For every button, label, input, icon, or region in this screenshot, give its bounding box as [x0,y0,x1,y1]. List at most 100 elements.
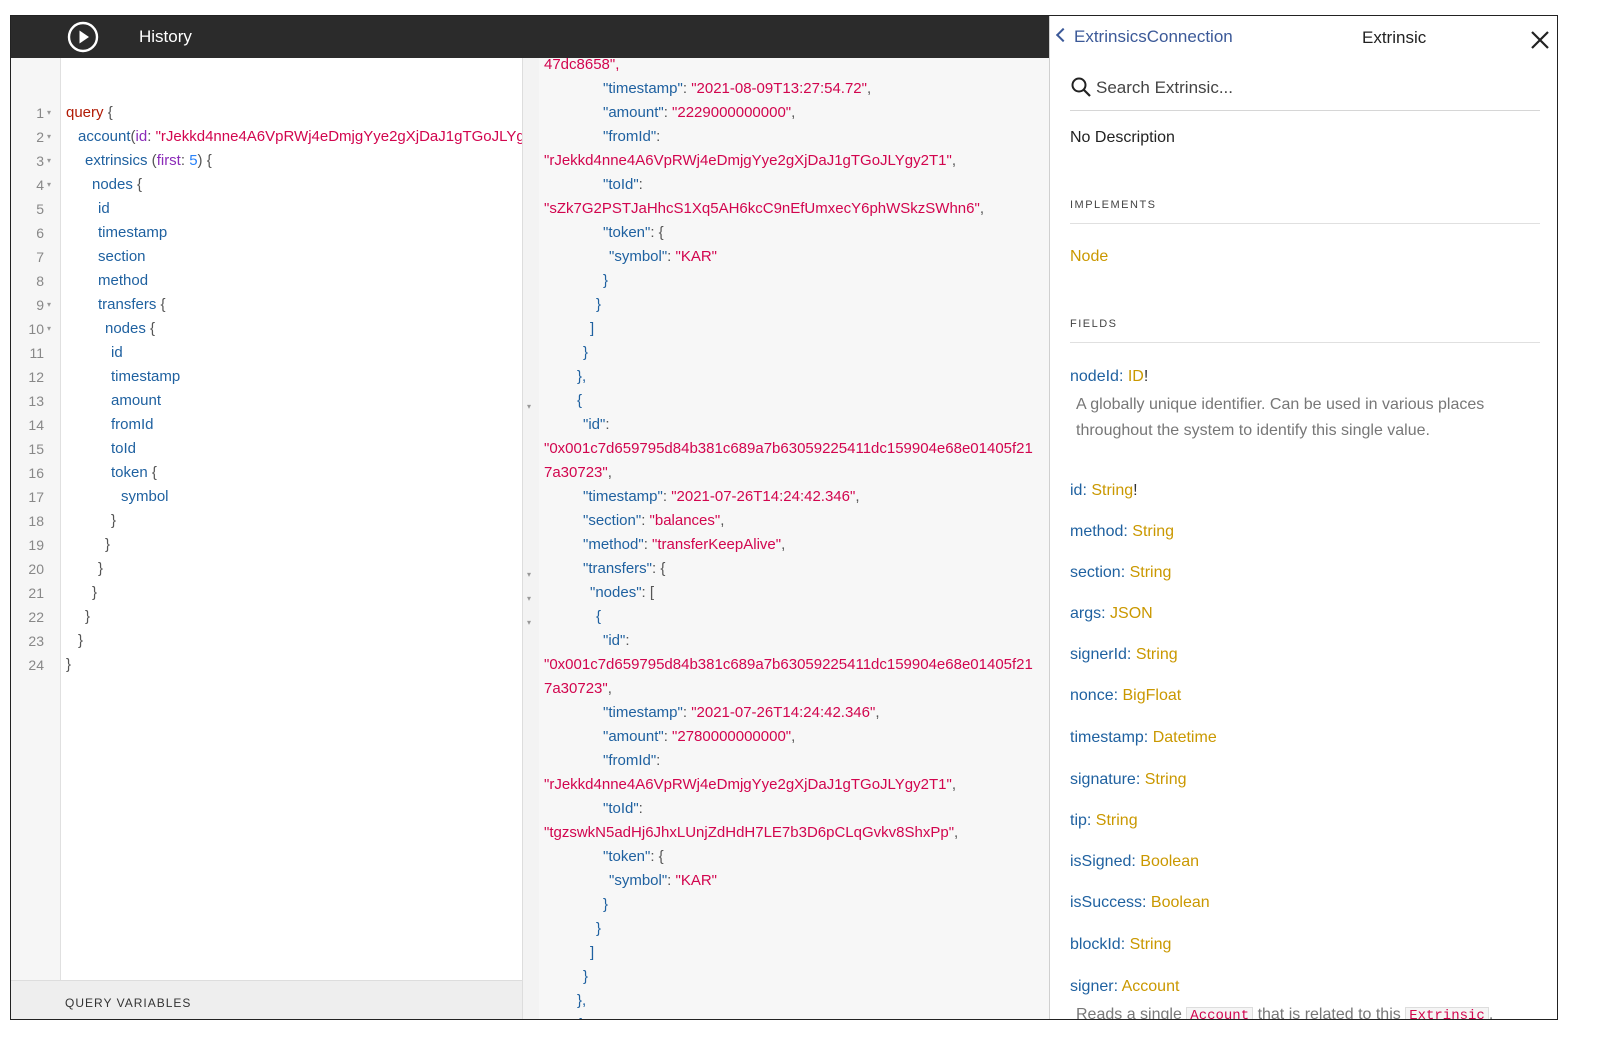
line-number: 18 [28,513,44,529]
line-number: 24 [28,657,44,673]
line-number: 3 [36,153,44,169]
fold-arrow-icon[interactable]: ▾ [527,618,532,627]
field-colon: : [1113,978,1122,995]
field-name[interactable]: args [1070,605,1102,622]
query-line-5: id [98,200,110,217]
inline-type-code[interactable]: Extrinsic [1405,1007,1489,1019]
field-name[interactable]: tip [1070,812,1087,829]
field-type-link[interactable]: Account [1121,978,1180,995]
field-name[interactable]: signerId [1070,646,1127,663]
implements-node-link[interactable]: Node [1070,248,1108,266]
fold-arrow-icon[interactable]: ▾ [47,156,52,165]
line-number: 11 [29,345,44,361]
field-colon: : [1142,894,1151,911]
result-line: { [577,1016,582,1019]
field-name[interactable]: signature [1070,771,1136,788]
fold-arrow-icon[interactable]: ▾ [47,180,52,189]
pane-divider[interactable]: ▾ ▾ ▾ ▾ [522,58,540,1019]
field-type-link[interactable]: String [1129,936,1172,953]
implements-heading: IMPLEMENTS [1070,199,1540,224]
line-number: 12 [28,369,44,385]
result-line: "timestamp": "2021-08-09T13:27:54.72", [603,80,872,97]
field-type-link[interactable]: String [1095,812,1138,829]
fold-arrow-icon[interactable]: ▾ [47,324,52,333]
result-line: "timestamp": "2021-07-26T14:24:42.346", [583,488,860,505]
field-type-link[interactable]: String [1132,523,1175,540]
line-number: 21 [28,585,44,601]
fold-arrow-icon[interactable]: ▾ [527,594,532,603]
result-line: 47dc8658", [544,58,620,73]
result-line: } [596,296,602,313]
field-name[interactable]: nonce [1070,687,1114,704]
result-viewer[interactable]: 47dc8658", "timestamp": "2021-08-09T13:2… [539,58,1049,1019]
field-colon: : [1120,564,1130,581]
query-line-3: extrinsics (first: 5) { [85,152,212,169]
line-number: 9 [36,297,44,313]
query-line-4: nodes { [92,176,143,193]
chevron-left-icon [1055,27,1071,43]
close-docs-button[interactable] [1530,30,1550,50]
implements-type[interactable]: Node [1070,248,1109,265]
query-line-15: toId [111,440,137,457]
result-line: 7a30723", [544,464,612,481]
query-variables-toggle[interactable]: QUERY VARIABLES [11,980,522,1019]
inline-type-code[interactable]: Account [1186,1007,1254,1019]
result-line: ] [590,320,595,337]
field-type-link[interactable]: String [1135,646,1178,663]
docs-search [1070,74,1540,111]
fold-arrow-icon[interactable]: ▾ [527,570,532,579]
line-number: 5 [36,201,44,217]
field-type-link[interactable]: String [1091,482,1134,499]
field-type-link[interactable]: ID [1127,368,1144,385]
fold-arrow-icon[interactable]: ▾ [47,300,52,309]
field-type-link[interactable]: BigFloat [1122,687,1182,704]
field-colon: : [1101,605,1111,622]
query-line-14: fromId [111,416,154,433]
field-colon: : [1118,368,1128,385]
field-type-link[interactable]: Boolean [1140,853,1199,870]
field-name[interactable]: timestamp [1070,729,1144,746]
docs-back-link[interactable]: ExtrinsicsConnection [1055,27,1233,47]
field-name[interactable]: isSuccess [1070,894,1143,911]
query-line-9: transfers { [98,296,166,313]
field-name[interactable]: blockId [1070,936,1121,953]
field-nodeId: nodeId: ID! [1070,368,1148,386]
query-line-17: symbol [121,488,169,505]
query-line-6: timestamp [98,224,168,241]
field-type-link[interactable]: Datetime [1152,729,1217,746]
field-name[interactable]: signer [1070,978,1114,995]
field-type-link[interactable]: String [1144,771,1187,788]
field-name[interactable]: id [1070,482,1083,499]
fold-arrow-icon[interactable]: ▾ [527,402,532,411]
field-colon: : [1143,729,1153,746]
field-colon: : [1126,646,1136,663]
execute-query-button[interactable] [67,21,99,53]
field-type-link[interactable]: Boolean [1150,894,1210,911]
result-line: }, [577,992,587,1009]
result-line: "fromId": [603,128,661,145]
fold-arrow-icon[interactable]: ▾ [47,108,52,117]
field-type-link[interactable]: JSON [1110,605,1153,622]
query-editor[interactable]: query { account(id: "rJekkd4nne4A6VpRWj4… [61,58,522,980]
query-line-20: } [98,560,104,577]
field-colon: : [1123,523,1133,540]
field-name[interactable]: isSigned [1070,853,1132,870]
field-timestamp: timestamp: Datetime [1070,729,1217,747]
query-line-1: query { [66,104,113,121]
field-name[interactable]: section [1070,564,1121,581]
history-button[interactable]: History [139,27,192,46]
docs-search-input[interactable] [1094,74,1528,102]
field-signerId: signerId: String [1070,646,1178,664]
field-name[interactable]: nodeId [1070,368,1119,385]
line-number: 17 [28,489,44,505]
field-isSigned: isSigned: Boolean [1070,853,1199,871]
field-name[interactable]: method [1070,523,1124,540]
line-number: 14 [28,417,44,433]
line-number: 10 [28,321,44,337]
field-type-link[interactable]: String [1129,564,1172,581]
field-signature: signature: String [1070,771,1187,789]
line-number: 16 [28,465,44,481]
field-isSuccess: isSuccess: Boolean [1070,894,1210,912]
fold-arrow-icon[interactable]: ▾ [47,132,52,141]
